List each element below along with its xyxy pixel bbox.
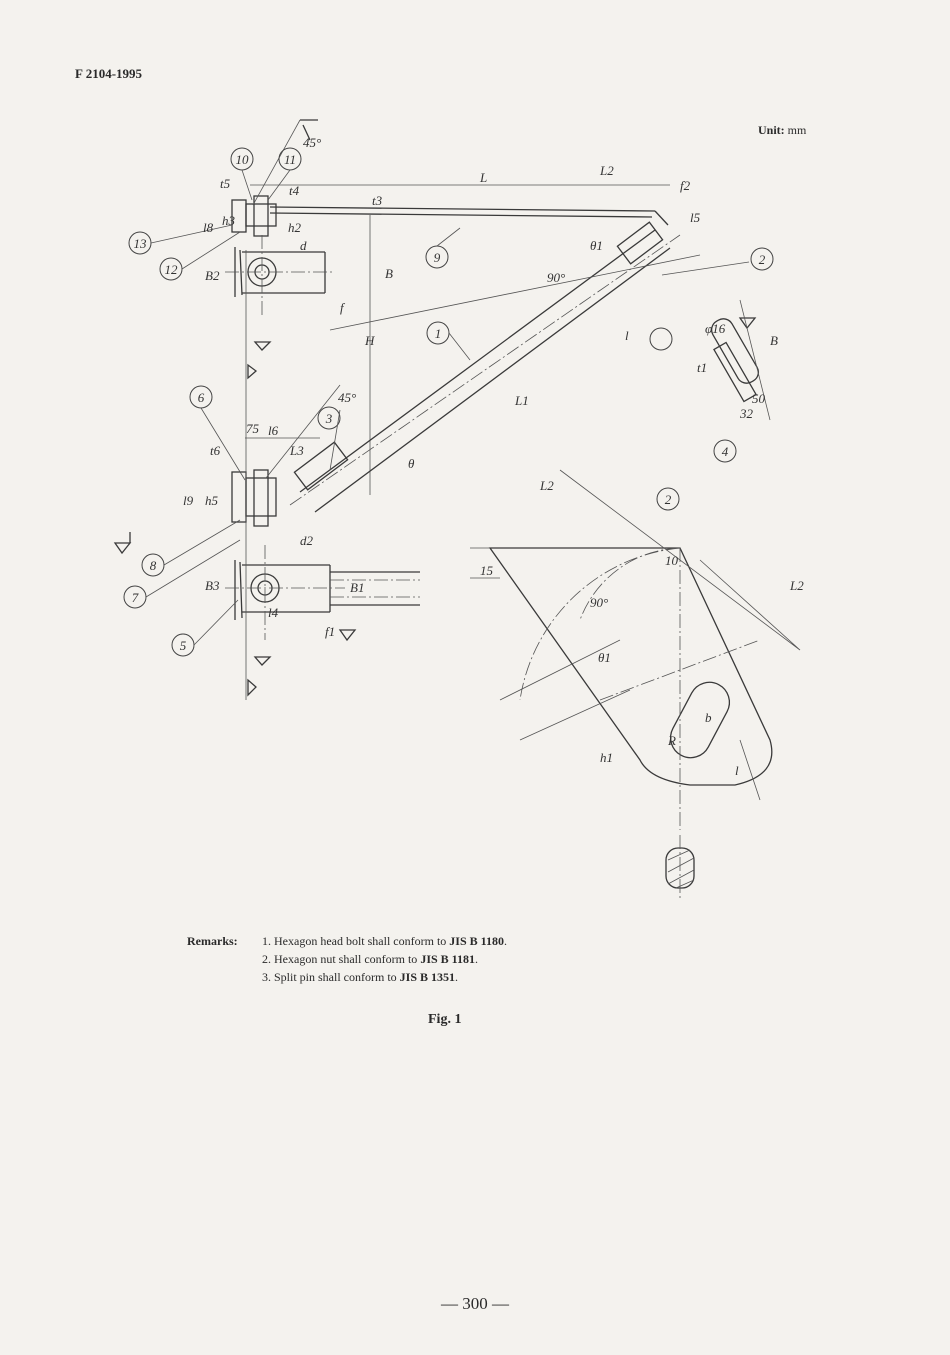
dim-10: 10: [665, 553, 679, 568]
dim-L2: L2: [599, 163, 614, 178]
remark-item: 3. Split pin shall conform to JIS B 1351…: [262, 968, 507, 986]
part-2: 2: [759, 252, 766, 267]
unit-label-key: Unit:: [758, 123, 785, 137]
part-8: 8: [150, 558, 157, 573]
dim-15: 15: [480, 563, 494, 578]
document-id: F 2104-1995: [75, 66, 143, 81]
detail-plate-2: [470, 469, 801, 830]
dimension-labels: L L1 L2 L2 L2 L3 H B B B1 B2 B3 t1 t3 t4…: [183, 135, 804, 778]
dim-h5: h5: [205, 493, 219, 508]
remark-number: 2.: [262, 952, 271, 966]
upper-eye-fitting: [225, 235, 335, 315]
dim-B-detail: B: [770, 333, 778, 348]
remark-end: .: [475, 952, 478, 966]
part-1: 1: [435, 326, 442, 341]
dim-d: d: [300, 238, 307, 253]
remark-ref: JIS B 1180: [449, 934, 504, 948]
dim-t6: t6: [210, 443, 221, 458]
part-11: 11: [284, 152, 296, 167]
weld-f1: f1: [325, 624, 335, 639]
remark-item: 1. Hexagon head bolt shall conform to JI…: [262, 932, 507, 950]
weld-f2: f2: [680, 178, 691, 193]
lower-eye-fitting: [225, 250, 420, 700]
part-9: 9: [434, 250, 441, 265]
dim-l4: l4: [268, 605, 279, 620]
page-number: — 300 —: [441, 1294, 509, 1313]
part-3: 3: [325, 411, 333, 426]
remark-text: Split pin shall conform to: [274, 970, 400, 984]
section-view: [665, 835, 695, 900]
dim-d2: d2: [300, 533, 314, 548]
weld-f: f: [340, 300, 346, 315]
dim-B1: B1: [350, 580, 364, 595]
part-10: 10: [236, 152, 250, 167]
dim-B: B: [385, 266, 393, 281]
dim-h2: h2: [288, 220, 302, 235]
dim-32: 32: [739, 406, 754, 421]
remark-text: Hexagon nut shall conform to: [274, 952, 421, 966]
dim-h3: h3: [222, 213, 236, 228]
dim-l8: l8: [203, 220, 214, 235]
dim-l5: l5: [690, 210, 701, 225]
figure-caption: Fig. 1: [428, 1012, 462, 1027]
dim-h1: h1: [600, 750, 613, 765]
dim-t1: t1: [697, 360, 707, 375]
dim-l-top: l: [625, 328, 629, 343]
dim-t5: t5: [220, 176, 231, 191]
dim-l9: l9: [183, 493, 194, 508]
part-4: 4: [722, 444, 729, 459]
diagonal-tube: [289, 221, 701, 513]
dim-t4: t4: [289, 183, 300, 198]
dim-l: l: [735, 763, 739, 778]
weld-symbols: [113, 317, 757, 697]
dim-90-detail: 90°: [590, 595, 608, 610]
dim-L: L: [479, 170, 487, 185]
dim-L1: L1: [514, 393, 529, 408]
dim-L3: L3: [289, 443, 304, 458]
horizontal-bar: [250, 184, 670, 495]
part-5: 5: [180, 638, 187, 653]
dim-H: H: [364, 333, 375, 348]
dim-16: φ16: [705, 321, 726, 336]
dim-L2-detail: L2: [539, 478, 554, 493]
remark-end: .: [455, 970, 459, 984]
remark-text: Hexagon head bolt shall conform to: [274, 934, 450, 948]
part-7: 7: [132, 590, 139, 605]
dim-b: b: [705, 710, 712, 725]
dim-90: 90°: [547, 270, 565, 285]
dim-l6: l6: [268, 423, 279, 438]
part-12: 12: [165, 262, 179, 277]
detail-4-pin: [710, 299, 771, 421]
remark-ref: JIS B 1351: [399, 970, 456, 984]
dim-B2: B2: [205, 268, 220, 283]
dim-75: 75: [246, 421, 260, 436]
unit-label: Unit: mm: [758, 123, 806, 138]
remark-end: .: [503, 934, 507, 948]
dim-theta1: θ1: [590, 238, 603, 253]
dim-theta1-detail: θ1: [598, 650, 611, 665]
part-13: 13: [134, 236, 148, 251]
top-bracket: [231, 119, 318, 237]
weld-45-bottom: 45°: [338, 390, 356, 405]
remark-item: 2. Hexagon nut shall conform to JIS B 11…: [262, 950, 507, 968]
part-6: 6: [198, 390, 205, 405]
unit-label-value: mm: [787, 123, 807, 137]
weld-45-top: 45°: [303, 135, 321, 150]
dim-t3: t3: [372, 193, 383, 208]
remarks-heading: Remarks:: [187, 934, 238, 948]
dim-50: 50: [752, 391, 766, 406]
remark-number: 3.: [262, 970, 271, 984]
part-balloons: 1 2 2 3 4 5 6 7 8 9 10 11 12 13: [123, 147, 774, 657]
dim-theta: θ: [408, 456, 415, 471]
dim-B3: B3: [205, 578, 220, 593]
remark-number: 1.: [262, 934, 271, 948]
dim-L2-side: L2: [789, 578, 804, 593]
dim-R: R: [667, 733, 676, 748]
remark-ref: JIS B 1181: [420, 952, 475, 966]
part-2-detail: 2: [665, 492, 672, 507]
